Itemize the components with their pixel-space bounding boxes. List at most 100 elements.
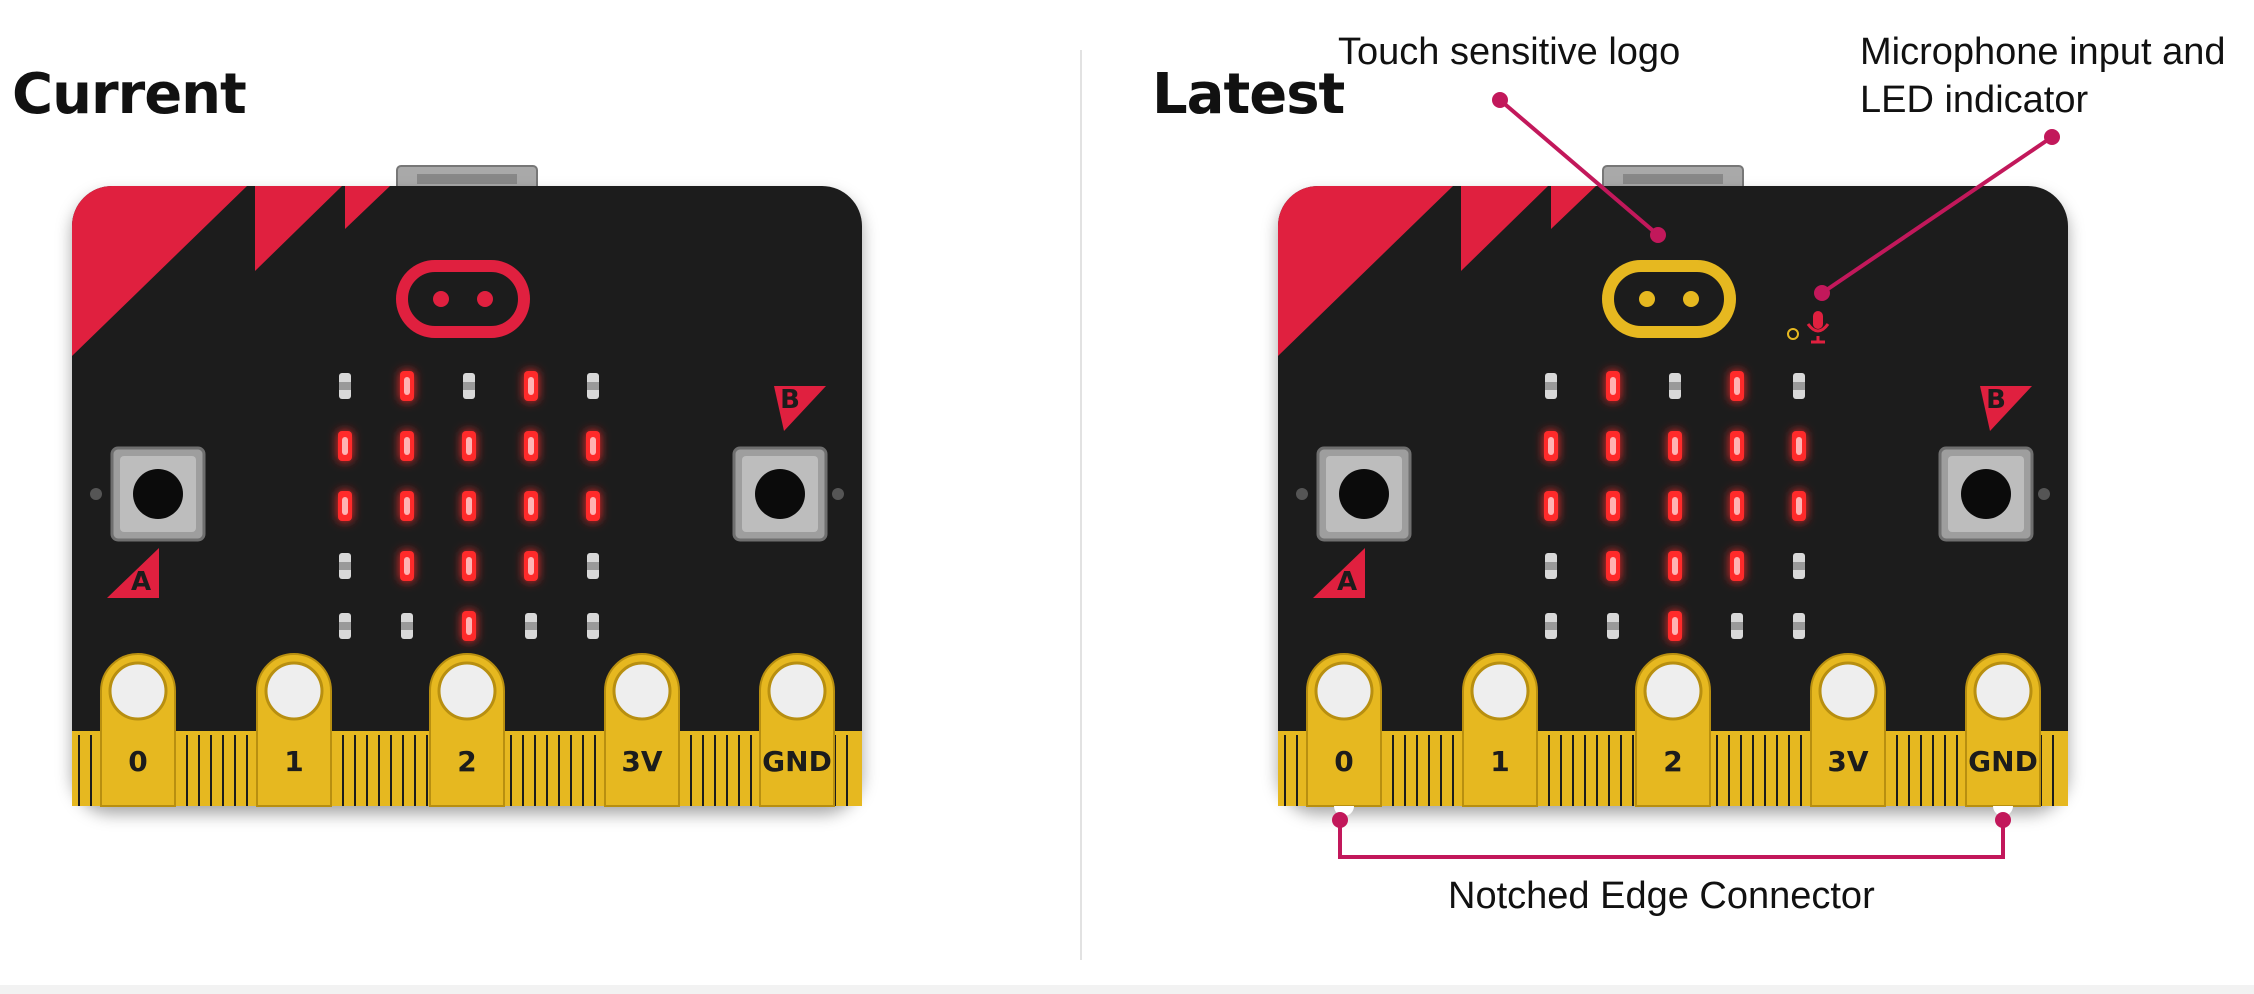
led-off-band (1669, 382, 1681, 390)
pin-hole (264, 661, 324, 721)
edge-stripe (342, 735, 344, 806)
logo-eye (1639, 291, 1655, 307)
led-off (587, 553, 599, 579)
edge-stripe (534, 735, 536, 806)
board-screw-hole (832, 488, 844, 500)
button-b-housing (1938, 446, 2034, 542)
edge-stripe (486, 735, 488, 806)
led-off-band (1793, 562, 1805, 570)
logo-eye (477, 291, 493, 307)
pin-hole (108, 661, 168, 721)
pin-hole (1470, 661, 1530, 721)
edge-stripe (114, 735, 116, 806)
leader-dot (1814, 285, 1830, 301)
edge-stripe (1728, 735, 1730, 806)
pin-pad (256, 653, 332, 807)
edge-stripe (198, 735, 200, 806)
pin-notch (1334, 806, 1354, 816)
pin-label: 0 (128, 745, 147, 778)
edge-stripe (654, 735, 656, 806)
edge-stripe (1404, 735, 1406, 806)
led-on-core (1610, 497, 1616, 515)
led-on-core (1610, 557, 1616, 575)
edge-stripe (498, 735, 500, 806)
pcb (72, 186, 862, 806)
edge-stripe (462, 735, 464, 806)
led-on (524, 371, 538, 401)
edge-stripe (1704, 735, 1706, 806)
edge-stripe (1464, 735, 1466, 806)
led-off-band (1731, 622, 1743, 630)
button-a-housing (1316, 446, 1412, 542)
led-on (1730, 431, 1744, 461)
edge-stripe (1848, 735, 1850, 806)
pin-label: 1 (1490, 745, 1509, 778)
edge-stripe (522, 735, 524, 806)
led-off (587, 613, 599, 639)
edge-stripe (678, 735, 680, 806)
microphone-label-line1: Microphone input and (1860, 31, 2226, 73)
led-off (1545, 553, 1557, 579)
edge-stripe (1824, 735, 1826, 806)
pin-pad (1810, 653, 1886, 807)
edge-stripe (1668, 735, 1670, 806)
pin-hole (437, 661, 497, 721)
corner-decoration (72, 186, 390, 356)
led-on-core (466, 557, 472, 575)
edge-stripe (126, 735, 128, 806)
led-on-core (404, 497, 410, 515)
led-on-core (1672, 617, 1678, 635)
led-off (339, 373, 351, 399)
edge-stripe (1296, 735, 1298, 806)
button-b-label: B (1986, 385, 2006, 415)
led-on (400, 371, 414, 401)
corner-triangle (1551, 186, 1596, 229)
led-on (462, 491, 476, 521)
led-on-core (466, 617, 472, 635)
edge-stripe (1320, 735, 1322, 806)
latest-title: Latest (1152, 62, 1345, 127)
led-off (463, 373, 475, 399)
pin-hole (1973, 661, 2033, 721)
led-on-core (342, 497, 348, 515)
led-on-core (1610, 437, 1616, 455)
edge-stripe (1764, 735, 1766, 806)
led-off (1793, 613, 1805, 639)
logo (396, 260, 530, 338)
corner-triangle (1461, 186, 1548, 271)
leader-dot (1995, 812, 2011, 828)
edge-stripe (426, 735, 428, 806)
edge-stripe (2040, 735, 2042, 806)
led-on (462, 431, 476, 461)
edge-stripe (1584, 735, 1586, 806)
edge-stripe (366, 735, 368, 806)
led-on-core (342, 437, 348, 455)
led-on-core (1672, 437, 1678, 455)
edge-stripe (594, 735, 596, 806)
led-off-band (339, 562, 351, 570)
led-on-core (1796, 497, 1802, 515)
edge-connector-bracket (1338, 820, 2005, 859)
edge-stripe (1992, 735, 1994, 806)
edge-stripe (186, 735, 188, 806)
led-off (1607, 613, 1619, 639)
edge-stripe (546, 735, 548, 806)
led-off-band (1545, 382, 1557, 390)
button-b-marker (774, 386, 826, 431)
edge-stripe (474, 735, 476, 806)
led-on (524, 431, 538, 461)
edge-stripe (714, 735, 716, 806)
led-on-core (1796, 437, 1802, 455)
edge-stripe (1968, 735, 1970, 806)
edge-stripe (90, 735, 92, 806)
logo-eye (433, 291, 449, 307)
edge-stripe (1908, 735, 1910, 806)
corner-decoration (1278, 186, 1596, 356)
corner-triangle (345, 186, 390, 229)
current-title: Current (12, 62, 247, 127)
led-on-core (528, 437, 534, 455)
pin-label: GND (762, 745, 832, 778)
